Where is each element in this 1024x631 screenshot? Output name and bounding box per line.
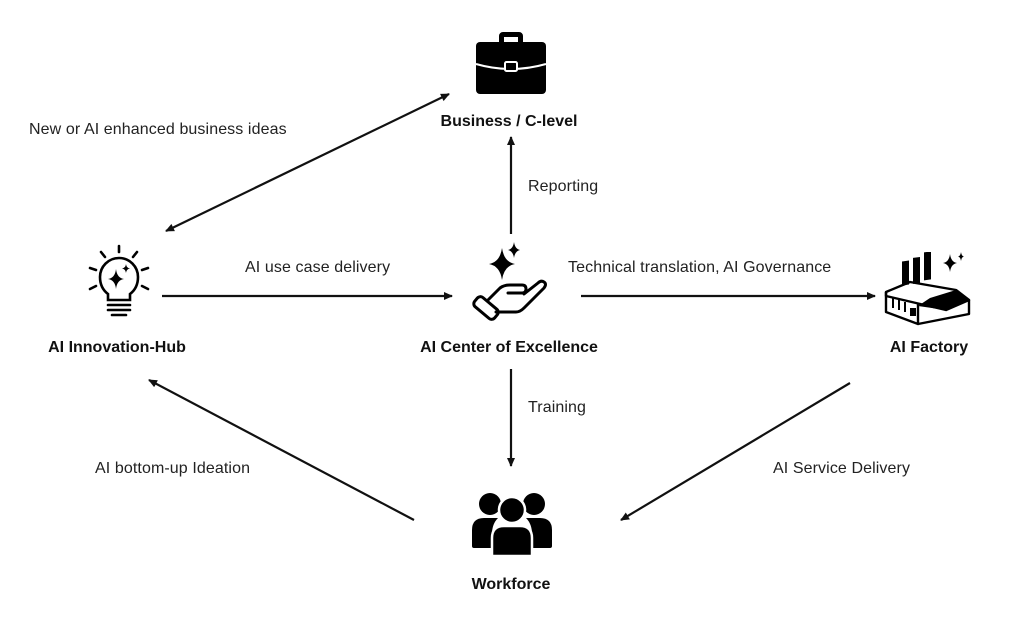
node-business-label: Business / C-level — [440, 113, 578, 130]
edge-label-use-case: AI use case delivery — [245, 259, 391, 276]
lightbulb-sparkle-icon — [88, 244, 150, 317]
node-coe-label: AI Center of Excellence — [420, 339, 598, 356]
edge-label-reporting: Reporting — [528, 178, 599, 195]
factory-sparkle-icon — [884, 252, 971, 326]
arrow-ideas — [165, 93, 450, 232]
people-group-icon — [472, 493, 552, 558]
node-workforce-label: Workforce — [471, 576, 551, 593]
edge-label-tech: Technical translation, AI Governance — [568, 259, 832, 276]
node-factory-label: AI Factory — [889, 339, 969, 356]
edge-label-ideas: New or AI enhanced business ideas — [29, 121, 287, 138]
edge-label-training: Training — [528, 399, 587, 416]
hand-sparkle-icon — [472, 242, 547, 321]
arrow-service — [620, 382, 851, 521]
edge-label-service: AI Service Delivery — [773, 460, 911, 477]
arrow-ideation — [148, 379, 415, 521]
node-innovation-hub-label: AI Innovation-Hub — [48, 339, 186, 356]
edge-label-ideation: AI bottom-up Ideation — [95, 460, 251, 477]
briefcase-icon — [475, 32, 547, 94]
